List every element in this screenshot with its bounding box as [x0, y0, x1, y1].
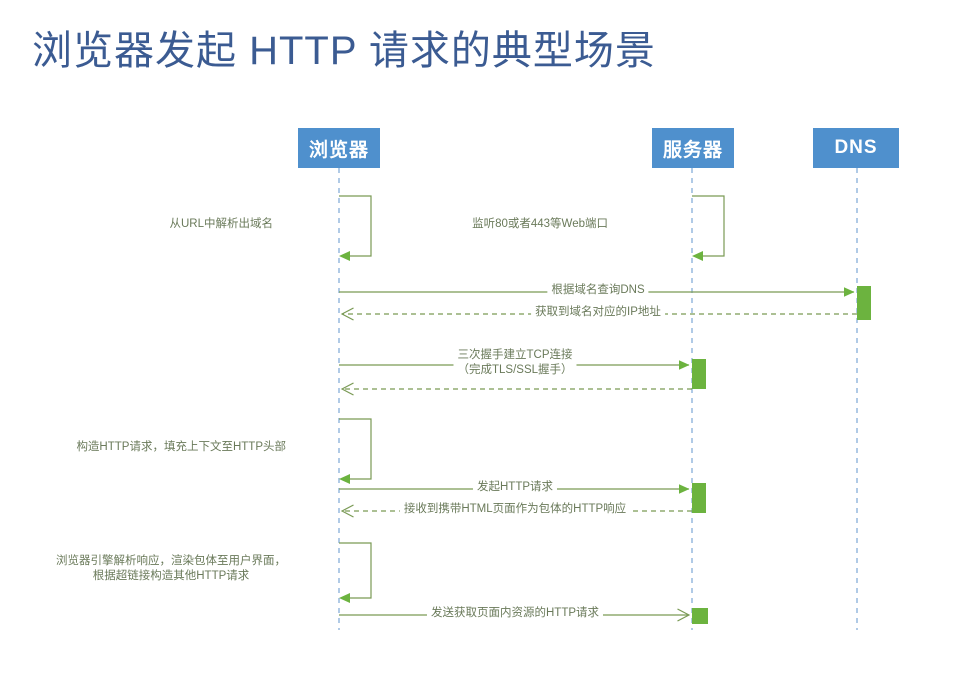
- message-label-m2: 监听80或者443等Web端口: [468, 217, 612, 232]
- messages-group: [339, 195, 857, 615]
- activation-bar-a4: [692, 608, 708, 624]
- message-label-m10: 浏览器引擎解析响应，渲染包体至用户界面， 根据超链接构造其他HTTP请求: [52, 554, 290, 584]
- message-label-m1: 从URL中解析出域名: [165, 217, 277, 232]
- message-label-line: 接收到携带HTML页面作为包体的HTTP响应: [403, 503, 627, 515]
- activation-bar-a3: [692, 483, 706, 513]
- message-label-line: 发起HTTP请求: [476, 481, 554, 493]
- message-label-line: 根据域名查询DNS: [551, 284, 645, 296]
- message-label-line: 从URL中解析出域名: [169, 218, 273, 230]
- message-label-m3: 根据域名查询DNS: [547, 283, 649, 298]
- actor-label-dns: DNS: [834, 137, 878, 158]
- message-label-m9: 接收到携带HTML页面作为包体的HTTP响应: [399, 502, 631, 517]
- message-label-line: （完成TLS/SSL握手）: [457, 364, 573, 376]
- self-message-m1: [339, 195, 372, 261]
- message-label-m7: 构造HTTP请求，填充上下文至HTTP头部: [72, 440, 290, 455]
- self-message-m7: [339, 418, 372, 484]
- message-label-line: 获取到域名对应的IP地址: [535, 306, 661, 318]
- message-label-line: 监听80或者443等Web端口: [472, 218, 608, 230]
- message-label-line: 浏览器引擎解析响应，渲染包体至用户界面，: [56, 555, 286, 567]
- message-label-line: 发送获取页面内资源的HTTP请求: [430, 607, 600, 619]
- activation-bar-a1: [857, 286, 871, 320]
- self-message-m10: [339, 542, 372, 603]
- actor-label-browser: 浏览器: [308, 139, 369, 161]
- arrowhead-m1: [339, 251, 350, 261]
- actor-box-browser[interactable]: 浏览器: [298, 128, 380, 168]
- message-label-m11: 发送获取页面内资源的HTTP请求: [426, 606, 604, 621]
- arrowhead-m2: [692, 251, 703, 261]
- actor-box-server[interactable]: 服务器: [652, 128, 734, 168]
- self-message-m2: [692, 195, 725, 261]
- message-label-m4: 获取到域名对应的IP地址: [531, 305, 665, 320]
- arrowhead-m7: [339, 474, 350, 484]
- arrowhead-m10: [339, 593, 350, 603]
- message-label-m5: 三次握手建立TCP连接 （完成TLS/SSL握手）: [453, 348, 577, 378]
- message-label-m8: 发起HTTP请求: [472, 480, 558, 495]
- lifelines-group: [338, 168, 858, 630]
- message-label-line: 三次握手建立TCP连接: [457, 349, 573, 361]
- activation-bar-a2: [692, 359, 706, 389]
- actor-label-server: 服务器: [662, 139, 723, 161]
- actor-box-dns[interactable]: DNS: [813, 128, 899, 168]
- activation-bars-group: [692, 286, 871, 624]
- message-label-line: 根据超链接构造其他HTTP请求: [92, 570, 250, 582]
- page-title: 浏览器发起 HTTP 请求的典型场景: [32, 29, 656, 73]
- message-label-line: 构造HTTP请求，填充上下文至HTTP头部: [76, 441, 286, 453]
